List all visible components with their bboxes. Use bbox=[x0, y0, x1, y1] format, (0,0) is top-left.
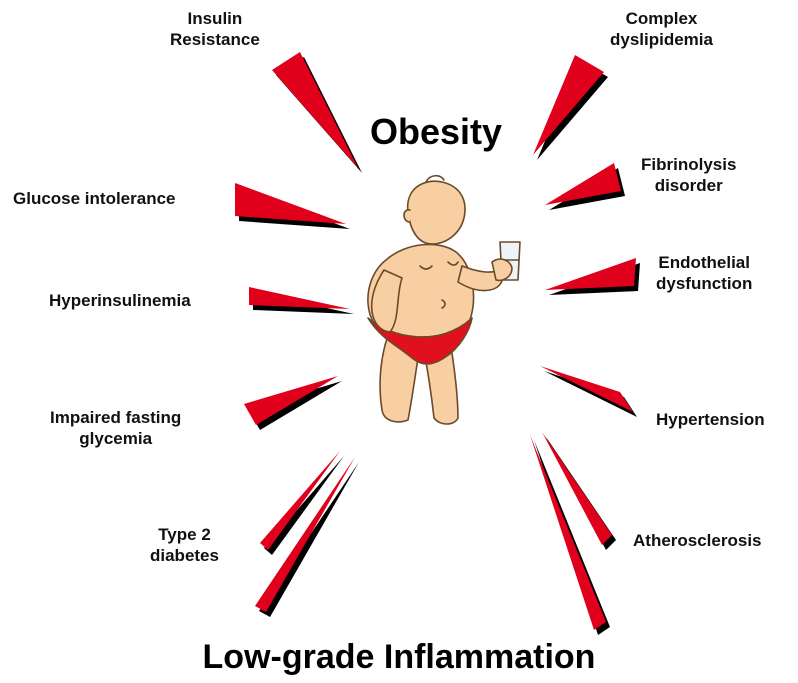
label-hyperinsulinemia: Hyperinsulinemia bbox=[49, 290, 191, 311]
label-fibrinolysis-disorder: Fibrinolysis disorder bbox=[641, 154, 736, 196]
ray-insulin-resistance bbox=[272, 52, 358, 168]
label-glucose-intolerance: Glucose intolerance bbox=[13, 188, 176, 209]
ray-hypertension-shadow bbox=[544, 371, 637, 417]
label-complex-dyslipidemia-line2: dyslipidemia bbox=[610, 29, 713, 50]
label-complex-dyslipidemia-line1: Complex bbox=[610, 8, 713, 29]
label-type2-diabetes: Type 2 diabetes bbox=[150, 524, 219, 566]
label-insulin-resistance-line1: Insulin bbox=[170, 8, 260, 29]
ray-impaired-fasting bbox=[244, 376, 338, 425]
label-impaired-fasting-line1: Impaired fasting bbox=[50, 407, 181, 428]
label-impaired-fasting-glycemia: Impaired fasting glycemia bbox=[50, 407, 181, 449]
ray-complex-dyslipidemia bbox=[533, 55, 604, 155]
label-atherosclerosis: Atherosclerosis bbox=[633, 530, 762, 551]
label-impaired-fasting-line2: glycemia bbox=[50, 428, 181, 449]
ray-athero-b bbox=[530, 435, 606, 630]
label-insulin-resistance: Insulin Resistance bbox=[170, 8, 260, 50]
diagram-title: Obesity bbox=[370, 110, 502, 154]
label-fibrinolysis-line2: disorder bbox=[641, 175, 736, 196]
diagram-subtitle: Low-grade Inflammation bbox=[0, 636, 798, 678]
label-endothelial-line2: dysfunction bbox=[656, 273, 752, 294]
label-hypertension: Hypertension bbox=[656, 409, 765, 430]
label-endothelial-dysfunction: Endothelial dysfunction bbox=[656, 252, 752, 294]
label-endothelial-line1: Endothelial bbox=[656, 252, 752, 273]
ray-endothelial bbox=[545, 258, 636, 290]
label-type2-line2: diabetes bbox=[150, 545, 219, 566]
label-fibrinolysis-line1: Fibrinolysis bbox=[641, 154, 736, 175]
label-complex-dyslipidemia: Complex dyslipidemia bbox=[610, 8, 713, 50]
obese-man-holding-glass-icon bbox=[350, 170, 540, 432]
label-insulin-resistance-line2: Resistance bbox=[170, 29, 260, 50]
label-type2-line1: Type 2 bbox=[150, 524, 219, 545]
